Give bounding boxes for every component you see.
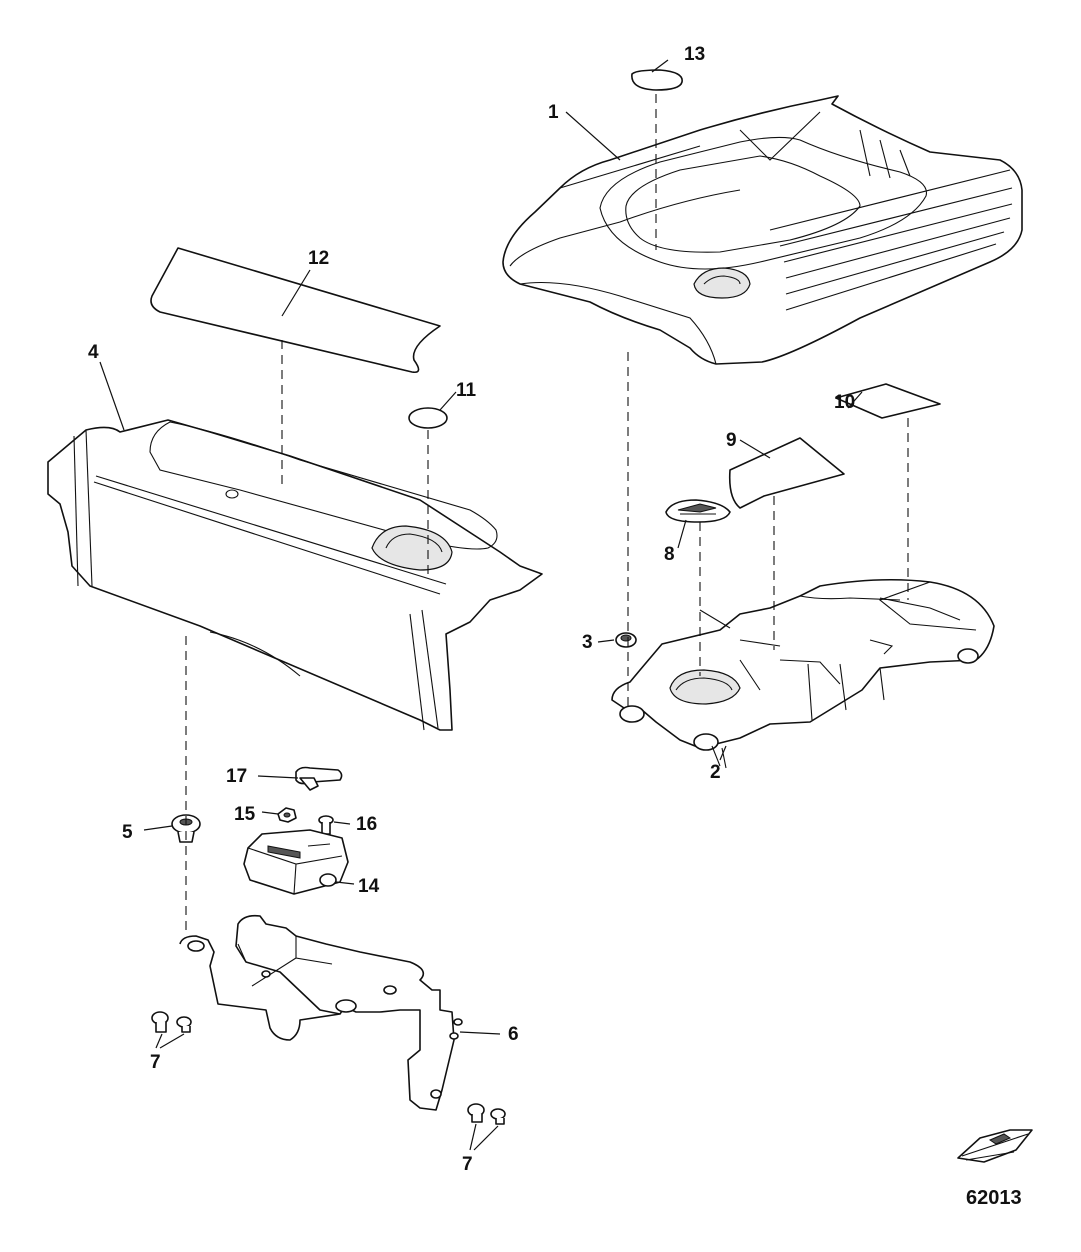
part-9-decal (728, 437, 845, 509)
alignment-lines (185, 94, 909, 936)
part-14-module (243, 829, 349, 895)
callout-7-right: 7 (462, 1154, 473, 1175)
callout-14: 14 (358, 876, 380, 897)
part-7-bolts-left (151, 1011, 192, 1033)
callout-8: 8 (664, 544, 675, 565)
part-6-bracket (179, 914, 463, 1111)
callout-3: 3 (582, 632, 593, 653)
callout-2: 2 (710, 762, 721, 783)
part-3-grommet (615, 632, 637, 648)
boat-icon (957, 1129, 1033, 1163)
part-17-clip (295, 766, 343, 791)
callout-16: 16 (356, 814, 377, 835)
callout-7-left: 7 (150, 1052, 161, 1073)
part-15-nut (277, 807, 297, 823)
callout-10: 10 (834, 392, 855, 413)
part-16-bolt (318, 815, 334, 835)
figure-number: 62013 (966, 1187, 1022, 1209)
part-11-round-decal (408, 407, 448, 429)
part-4-side-cover (47, 419, 543, 731)
callout-12: 12 (308, 248, 329, 269)
part-12-decal (150, 247, 441, 374)
callout-labels: 1 2 3 4 5 6 7 7 8 9 10 11 12 13 14 15 16… (88, 44, 855, 1175)
part-7-bolts-right (467, 1103, 506, 1125)
part-2-base (611, 578, 995, 769)
callout-4: 4 (88, 342, 99, 363)
callout-1: 1 (548, 102, 559, 123)
leader-lines (99, 59, 863, 1151)
callout-15: 15 (234, 804, 256, 825)
callout-17: 17 (226, 766, 247, 787)
callout-9: 9 (726, 430, 737, 451)
part-8-emblem (665, 499, 731, 523)
part-13-decal (631, 69, 683, 91)
part-1-top-cover (502, 95, 1023, 365)
callout-6: 6 (508, 1024, 519, 1045)
callout-13: 13 (684, 44, 705, 65)
callout-11: 11 (456, 380, 477, 401)
callout-5: 5 (122, 822, 133, 843)
